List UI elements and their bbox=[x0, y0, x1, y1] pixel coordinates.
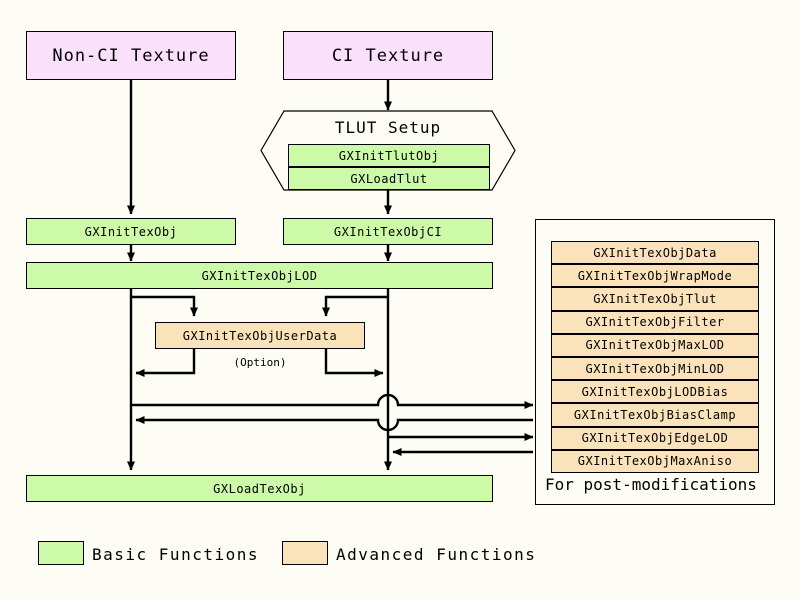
legend-swatch-advanced bbox=[282, 541, 328, 565]
node-gxinittlutobj-label: GXInitTlutObj bbox=[338, 148, 440, 163]
advanced-function-item[interactable]: GXInitTexObjTlut bbox=[551, 287, 759, 311]
node-gxinittexobjuserdata-label: GXInitTexObjUserData bbox=[182, 328, 338, 343]
advanced-function-label: GXInitTexObjBiasClamp bbox=[573, 407, 737, 422]
advanced-function-item[interactable]: GXInitTexObjLODBias bbox=[551, 380, 759, 404]
post-modification-caption: For post-modifications bbox=[545, 475, 757, 494]
node-gxloadtlut[interactable]: GXLoadTlut bbox=[288, 167, 490, 190]
advanced-function-item[interactable]: GXInitTexObjMaxAniso bbox=[551, 449, 759, 473]
advanced-function-item[interactable]: GXInitTexObjBiasClamp bbox=[551, 403, 759, 427]
node-gxinittexobjlod[interactable]: GXInitTexObjLOD bbox=[26, 262, 493, 289]
node-gxinittexobj[interactable]: GXInitTexObj bbox=[26, 218, 236, 245]
node-ci-texture-label: CI Texture bbox=[331, 45, 445, 66]
arrow-leftspine-to-panel bbox=[131, 393, 534, 409]
advanced-function-label: GXInitTexObjMinLOD bbox=[585, 361, 725, 376]
node-gxloadtexobj-label: GXLoadTexObj bbox=[213, 481, 306, 496]
node-ci-texture[interactable]: CI Texture bbox=[283, 31, 493, 80]
node-non-ci-texture-label: Non-CI Texture bbox=[52, 45, 210, 66]
advanced-function-item[interactable]: GXInitTexObjWrapMode bbox=[551, 264, 759, 288]
advanced-function-label: GXInitTexObjTlut bbox=[593, 291, 717, 306]
advanced-function-label: GXInitTexObjFilter bbox=[585, 315, 725, 330]
advanced-function-label: GXInitTexObjData bbox=[593, 245, 717, 260]
advanced-function-label: GXInitTexObjMaxLOD bbox=[585, 338, 725, 353]
node-gxloadtlut-label: GXLoadTlut bbox=[350, 171, 428, 186]
node-gxinittexobjlod-label: GXInitTexObjLOD bbox=[201, 268, 318, 283]
legend-swatch-basic bbox=[38, 541, 84, 565]
node-gxinittexobjuserdata[interactable]: GXInitTexObjUserData bbox=[155, 322, 365, 349]
advanced-function-item[interactable]: GXInitTexObjFilter bbox=[551, 310, 759, 334]
user-data-option-note: (Option) bbox=[233, 356, 287, 369]
node-non-ci-texture[interactable]: Non-CI Texture bbox=[26, 31, 236, 80]
advanced-function-item[interactable]: GXInitTexObjMinLOD bbox=[551, 357, 759, 381]
arrow-right-into-userdata bbox=[322, 295, 388, 317]
tlut-setup-title: TLUT Setup bbox=[334, 118, 442, 137]
advanced-function-label: GXInitTexObjMaxAniso bbox=[577, 454, 733, 469]
node-gxinittlutobj[interactable]: GXInitTlutObj bbox=[288, 144, 490, 167]
advanced-function-label: GXInitTexObjLODBias bbox=[581, 384, 729, 399]
advanced-function-item[interactable]: GXInitTexObjData bbox=[551, 241, 759, 265]
arrow-panel-to-leftspine bbox=[135, 416, 533, 432]
legend-label-basic: Basic Functions bbox=[92, 545, 259, 564]
arrow-left-into-userdata bbox=[131, 295, 198, 317]
advanced-function-label: GXInitTexObjEdgeLOD bbox=[581, 431, 729, 446]
node-gxinittexobjci[interactable]: GXInitTexObjCI bbox=[283, 218, 493, 245]
post-modification-panel bbox=[535, 219, 775, 505]
advanced-function-item[interactable]: GXInitTexObjMaxLOD bbox=[551, 333, 759, 357]
legend-label-advanced: Advanced Functions bbox=[336, 545, 537, 564]
advanced-function-label: GXInitTexObjWrapMode bbox=[577, 268, 733, 283]
advanced-function-item[interactable]: GXInitTexObjEdgeLOD bbox=[551, 426, 759, 450]
node-gxloadtexobj[interactable]: GXLoadTexObj bbox=[26, 475, 493, 502]
node-gxinittexobjci-label: GXInitTexObjCI bbox=[333, 224, 443, 239]
node-gxinittexobj-label: GXInitTexObj bbox=[84, 224, 178, 239]
